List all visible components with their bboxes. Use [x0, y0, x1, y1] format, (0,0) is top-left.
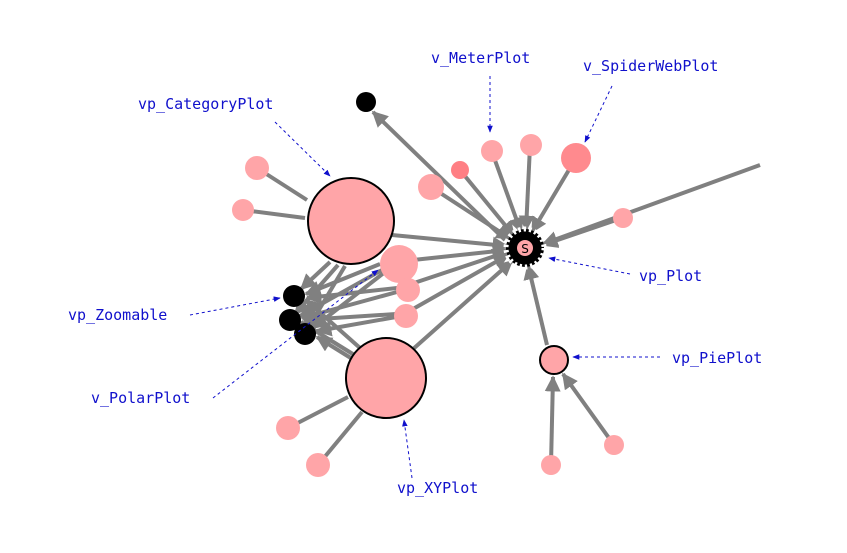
annotations [189, 76, 660, 479]
edge-xy-zoom1 [304, 298, 362, 350]
node-polar-plot[interactable] [380, 245, 418, 283]
node-622[interactable] [613, 208, 633, 228]
edge-408 [407, 248, 509, 287]
label-zoomable: vp_Zoomable [68, 306, 167, 324]
edge-pie-plot [523, 263, 549, 346]
label-meter-plot: v_MeterPlot [431, 49, 530, 67]
label-spider-web-plot: v_SpiderWebPlot [583, 57, 718, 75]
node-pie-plot[interactable] [539, 345, 569, 375]
node-top3[interactable] [520, 134, 542, 156]
label-pie-plot: vp_PiePlot [672, 349, 762, 367]
node-406[interactable] [394, 304, 418, 328]
edge-622 [541, 216, 623, 248]
node-288[interactable] [276, 416, 300, 440]
ann-arrow-plot [548, 256, 631, 275]
label-plot: vp_Plot [639, 267, 702, 285]
edge-431 [429, 185, 513, 241]
node-614[interactable] [604, 435, 624, 455]
edge-meter [490, 151, 524, 234]
node-small-red[interactable] [451, 161, 469, 179]
node-spider-web-plot[interactable] [561, 143, 591, 173]
ann-arrow-category [274, 121, 331, 177]
node-meter-plot[interactable] [481, 140, 503, 162]
ann-arrow-spider [584, 85, 613, 143]
label-polar-plot: v_PolarPlot [91, 389, 190, 407]
edge-xy-zoom3 [315, 335, 356, 362]
edge-406 [405, 253, 510, 315]
node-xy-plot[interactable] [345, 337, 427, 419]
node-dark-top[interactable] [356, 92, 376, 112]
edges [242, 110, 761, 467]
ann-arrow-xy [402, 419, 413, 479]
node-551[interactable] [541, 455, 561, 475]
node-zoomable-1[interactable] [283, 285, 305, 307]
ann-arrow-zoomable [189, 296, 281, 316]
edge-406-zoom2 [315, 315, 397, 337]
ann-arrow-polar [212, 269, 379, 399]
node-431[interactable] [418, 174, 444, 200]
node-243[interactable] [232, 199, 254, 221]
node-category-plot[interactable] [307, 177, 395, 265]
label-xy-plot: vp_XYPlot [397, 479, 478, 497]
edge-top3 [518, 145, 535, 232]
node-408[interactable] [396, 278, 420, 302]
node-plot-hub[interactable]: S [503, 226, 547, 270]
edge-408-zoom [305, 286, 398, 305]
edge-614-pie [561, 372, 616, 447]
node-318[interactable] [306, 453, 330, 477]
node-zoomable-2[interactable] [279, 309, 301, 331]
node-257[interactable] [245, 156, 269, 180]
label-category-plot: vp_CategoryPlot [138, 95, 273, 113]
node-zoomable-3[interactable] [294, 323, 316, 345]
edge-551-pie [544, 375, 561, 466]
edge-category-plot [391, 233, 509, 253]
nodes: S [232, 92, 633, 477]
hub-letter: S [521, 242, 529, 256]
edge-406-zoom [302, 311, 397, 328]
edge-xy-plot [410, 259, 514, 352]
labels: v_MeterPlot v_SpiderWebPlot vp_CategoryP… [68, 49, 762, 497]
